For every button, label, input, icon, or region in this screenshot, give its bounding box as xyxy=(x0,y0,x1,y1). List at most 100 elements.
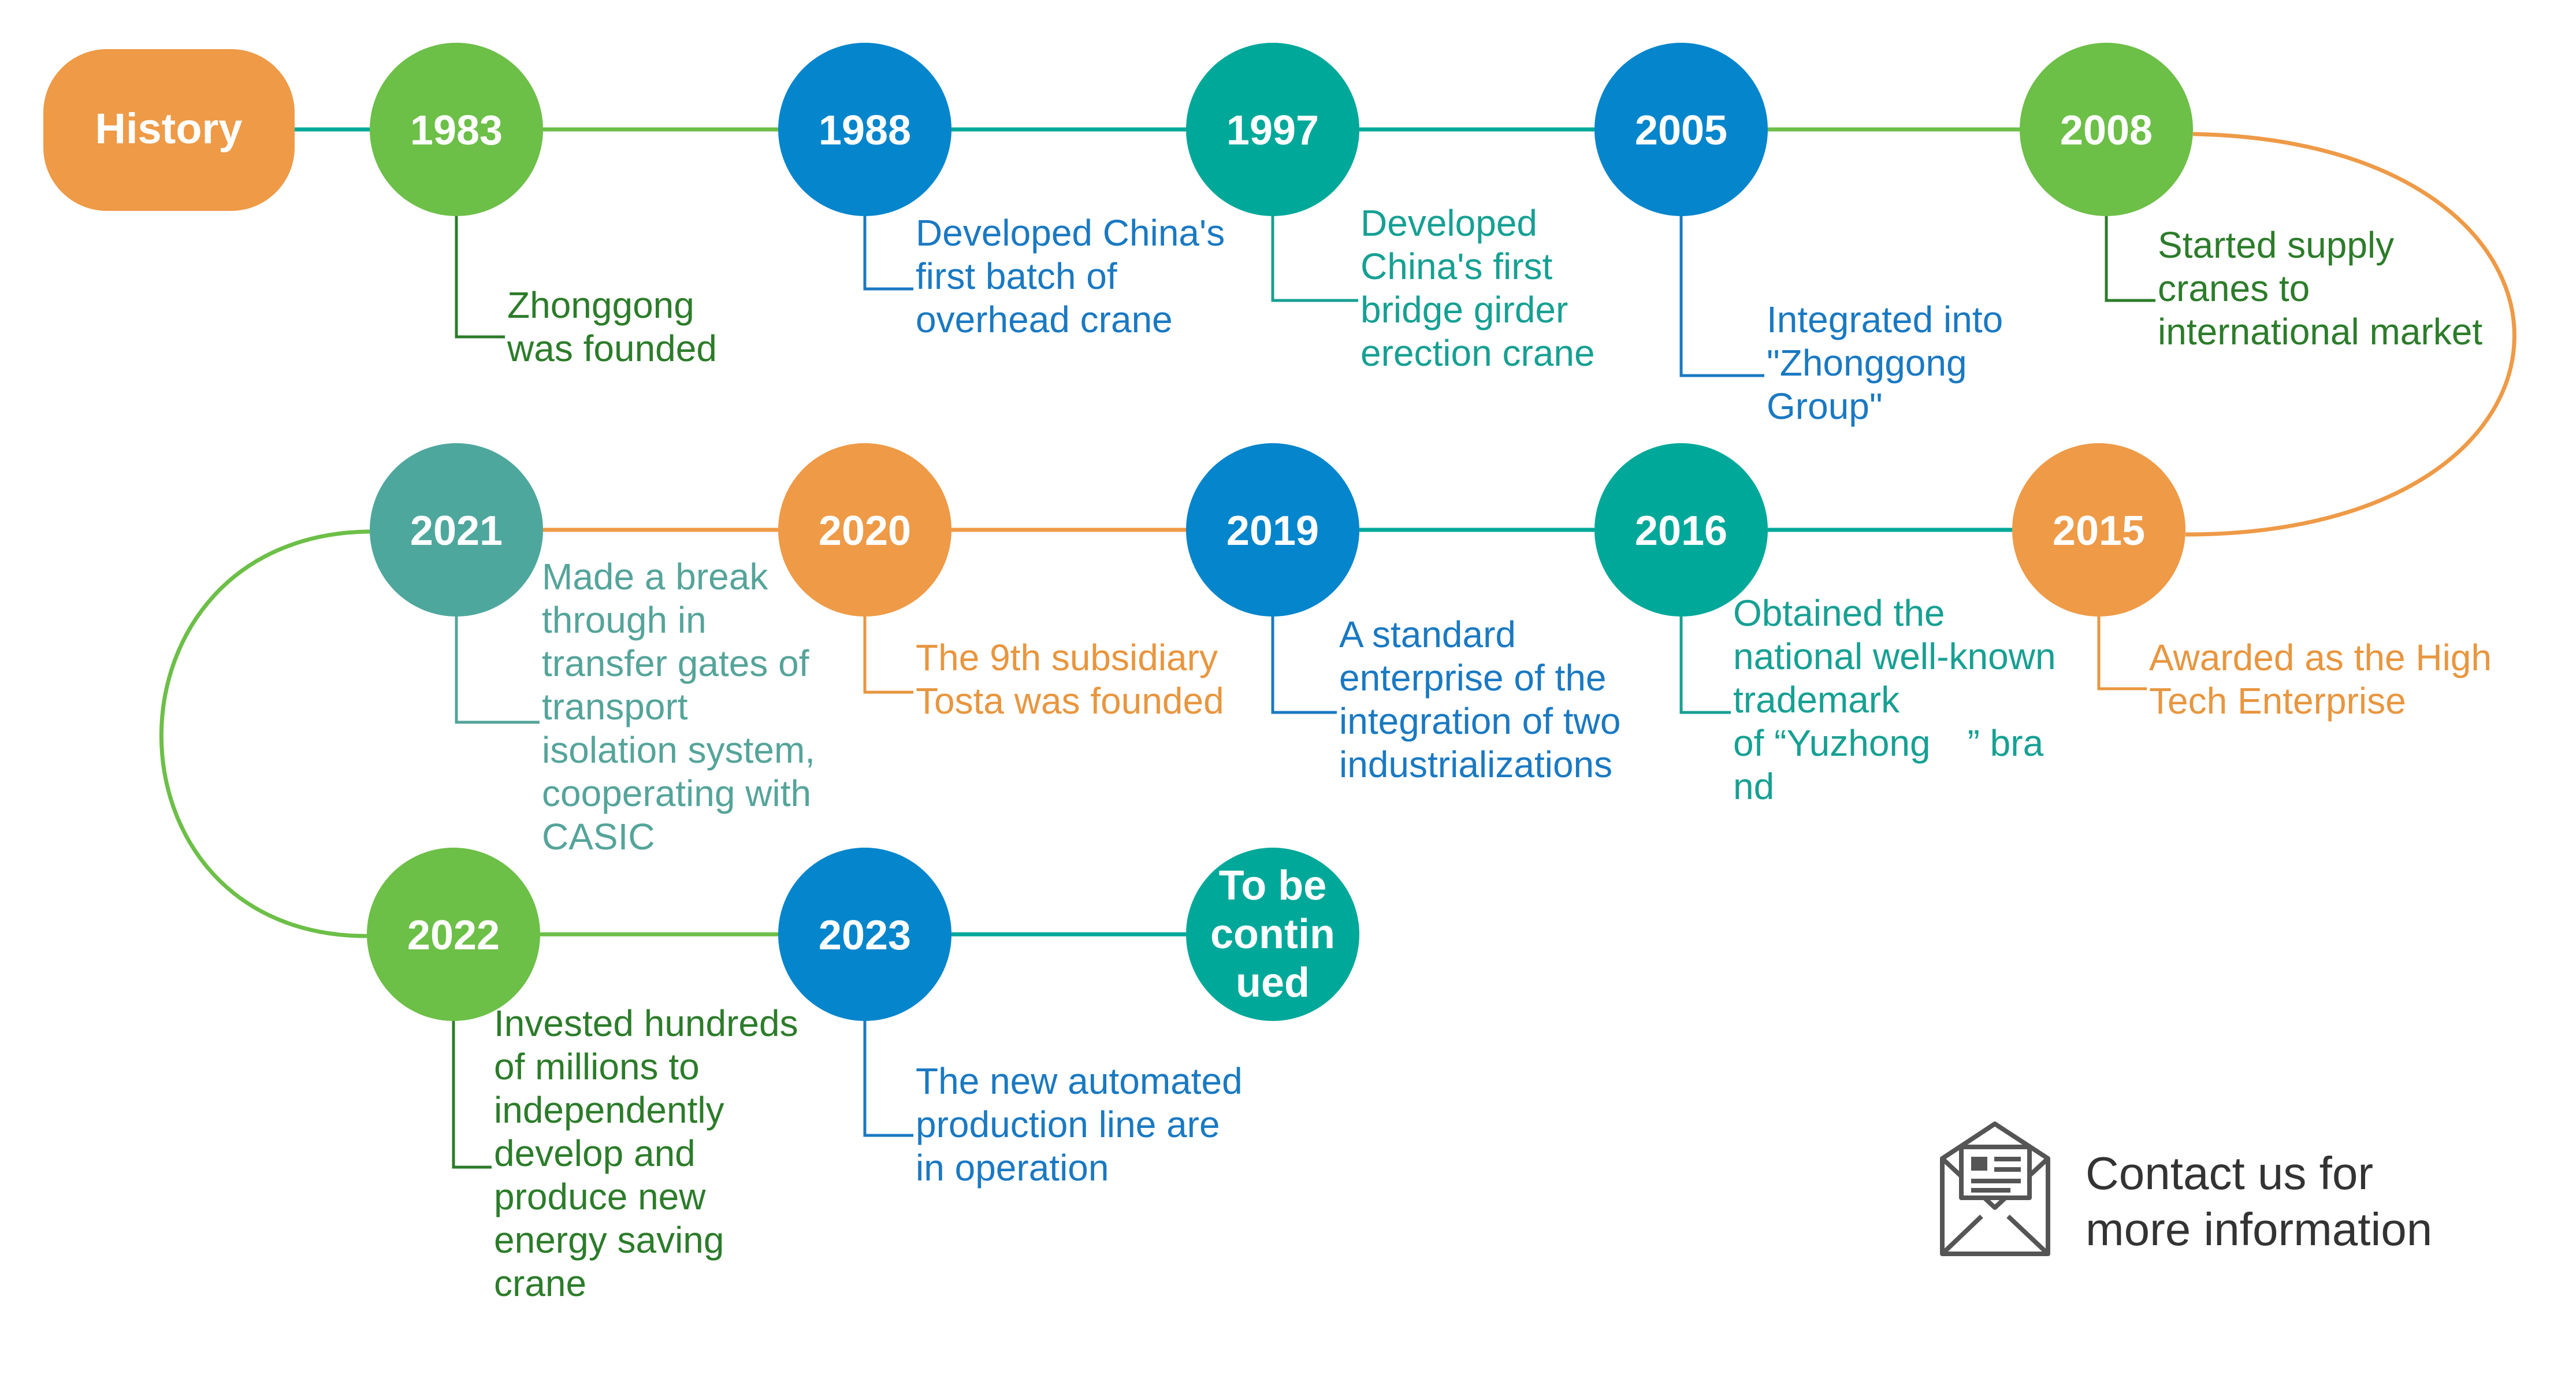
history-badge-shape xyxy=(43,49,295,211)
node-year: 2020 xyxy=(819,508,911,554)
node-circle xyxy=(367,848,540,1021)
description-line: industrializations xyxy=(1339,744,1612,785)
description-line: Developed xyxy=(1361,202,1537,244)
node-label-line: contin xyxy=(1210,911,1335,957)
description-line: Invested hundreds xyxy=(494,1002,798,1044)
node-year: 2023 xyxy=(819,912,911,959)
description-leader-2020 xyxy=(863,617,913,694)
description-line: Obtained the xyxy=(1733,592,1945,634)
description-line: trademark xyxy=(1733,679,1900,721)
node-year: 1988 xyxy=(819,107,911,154)
description-line: produce new xyxy=(494,1176,706,1217)
connector-2021-2022 xyxy=(159,529,370,938)
description-line: was founded xyxy=(507,328,717,369)
description-line: enterprise of the xyxy=(1339,657,1607,699)
node-circle xyxy=(2012,443,2185,617)
description-line: isolation system, xyxy=(542,729,815,771)
contact-line-1[interactable]: Contact us for xyxy=(2086,1148,2373,1199)
description-line: Tosta was founded xyxy=(916,680,1224,722)
contact-line-2[interactable]: more information xyxy=(2086,1204,2432,1255)
description-line: cooperating with xyxy=(542,773,811,814)
description-leader-1983 xyxy=(455,216,505,339)
description-leader-2016 xyxy=(1679,617,1731,714)
description-leader-2008 xyxy=(2105,216,2155,302)
history-label: History xyxy=(95,105,243,153)
envelope-newsletter-icon[interactable] xyxy=(1940,1122,2050,1256)
description-leader-2005 xyxy=(1679,216,1764,377)
node-1983: 1983 xyxy=(370,43,543,216)
description-line: of “Yuzhong ” bra xyxy=(1733,722,2044,764)
node-2023: 2023 xyxy=(778,848,951,1021)
node-circle xyxy=(778,443,951,617)
node-circle xyxy=(370,443,543,617)
description-line: production line are xyxy=(916,1104,1220,1145)
node-circle xyxy=(778,43,951,216)
description-line: "Zhonggong xyxy=(1767,342,1967,384)
node-1988: 1988 xyxy=(778,43,951,216)
description-leader-1997 xyxy=(1271,216,1358,302)
connector-2008-2015 xyxy=(2185,132,2516,537)
description-line: of millions to xyxy=(494,1046,700,1087)
node-circle xyxy=(2020,43,2193,216)
description-line: Made a break xyxy=(542,556,768,597)
description-line: first batch of xyxy=(916,255,1117,297)
node-circle xyxy=(370,43,543,216)
description-line: energy saving xyxy=(494,1219,724,1261)
node-2021: 2021 xyxy=(370,443,543,617)
description-leader-2021 xyxy=(455,617,540,724)
node-year: 2019 xyxy=(1226,508,1319,554)
node-year: 1983 xyxy=(410,107,503,154)
description-leader-2022 xyxy=(452,1021,492,1169)
node-label-line: To be xyxy=(1219,863,1327,909)
node-1997: 1997 xyxy=(1186,43,1359,216)
description-line: nd xyxy=(1733,766,1774,807)
node-circle xyxy=(1186,43,1359,216)
node-circle xyxy=(1594,43,1768,216)
contact-block[interactable]: Contact us for more information xyxy=(1940,1122,2432,1256)
node-2019: 2019 xyxy=(1186,443,1359,617)
description-line: bridge girder xyxy=(1361,289,1568,331)
description-line: Tech Enterprise xyxy=(2149,680,2406,722)
description-line: Integrated into xyxy=(1767,299,2003,340)
description-leader-2023 xyxy=(863,1021,913,1137)
description-line: Developed China's xyxy=(916,212,1225,254)
description-line: develop and xyxy=(494,1132,696,1174)
description-line: Group" xyxy=(1767,385,1883,427)
description-line: in operation xyxy=(916,1147,1109,1189)
node-2008: 2008 xyxy=(2020,43,2193,216)
description-line: China's first xyxy=(1361,246,1553,287)
node-year: 2008 xyxy=(2060,107,2153,154)
description-line: A standard xyxy=(1339,614,1516,655)
description-line: Started supply xyxy=(2158,224,2394,266)
history-badge: History xyxy=(43,49,295,211)
description-line: cranes to xyxy=(2158,268,2310,309)
connector-lines xyxy=(159,127,2516,938)
node-year: 2016 xyxy=(1635,508,1727,554)
description-line: national well-known xyxy=(1733,636,2056,677)
description-line: international market xyxy=(2158,311,2482,352)
node-2020: 2020 xyxy=(778,443,951,617)
node-2015: 2015 xyxy=(2012,443,2185,617)
description-line: independently xyxy=(494,1089,724,1131)
description-line: Zhonggong xyxy=(507,284,694,326)
node-2016: 2016 xyxy=(1594,443,1768,617)
description-leader-2019 xyxy=(1271,617,1337,714)
description-line: overhead crane xyxy=(916,299,1173,340)
node-circle xyxy=(1186,848,1359,1021)
description-line: transfer gates of xyxy=(542,643,809,684)
